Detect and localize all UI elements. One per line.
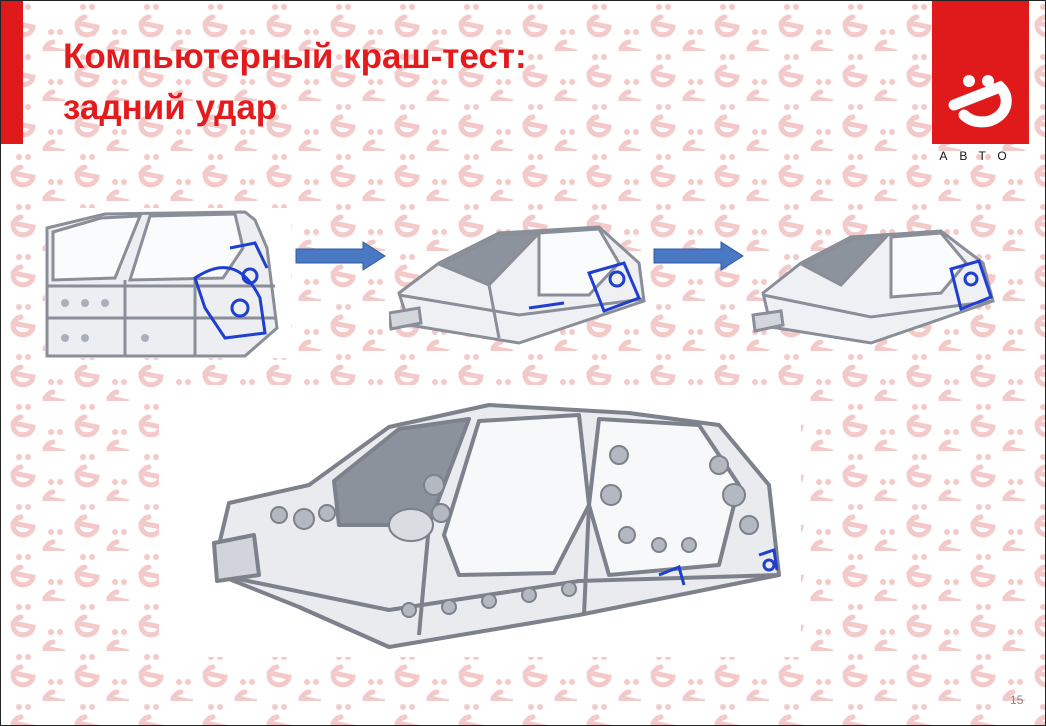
crash-stage-1-image [45,208,291,358]
logo-text: АВТО [939,149,1019,163]
car-body-large-image [159,385,801,657]
logo-yo-icon [948,75,1012,128]
page-number: 15 [1010,693,1024,707]
car-body-iso-icon [387,225,646,345]
arrow-right-icon [295,241,386,271]
crash-stage-3-image [751,223,996,348]
slide-title-line-2: задний удар [63,88,278,127]
slide-title: Компьютерный краш-тест: задний удар [63,31,527,133]
title-accent-bar [1,1,23,144]
arrow-right-icon [653,241,744,271]
slide-title-line-1: Компьютерный краш-тест: [63,37,527,76]
brand-logo [932,1,1029,144]
car-body-large-icon [212,403,781,649]
car-body-side-icon [45,210,279,358]
crash-stage-2-image [387,213,651,348]
car-body-deformed-icon [751,229,995,345]
